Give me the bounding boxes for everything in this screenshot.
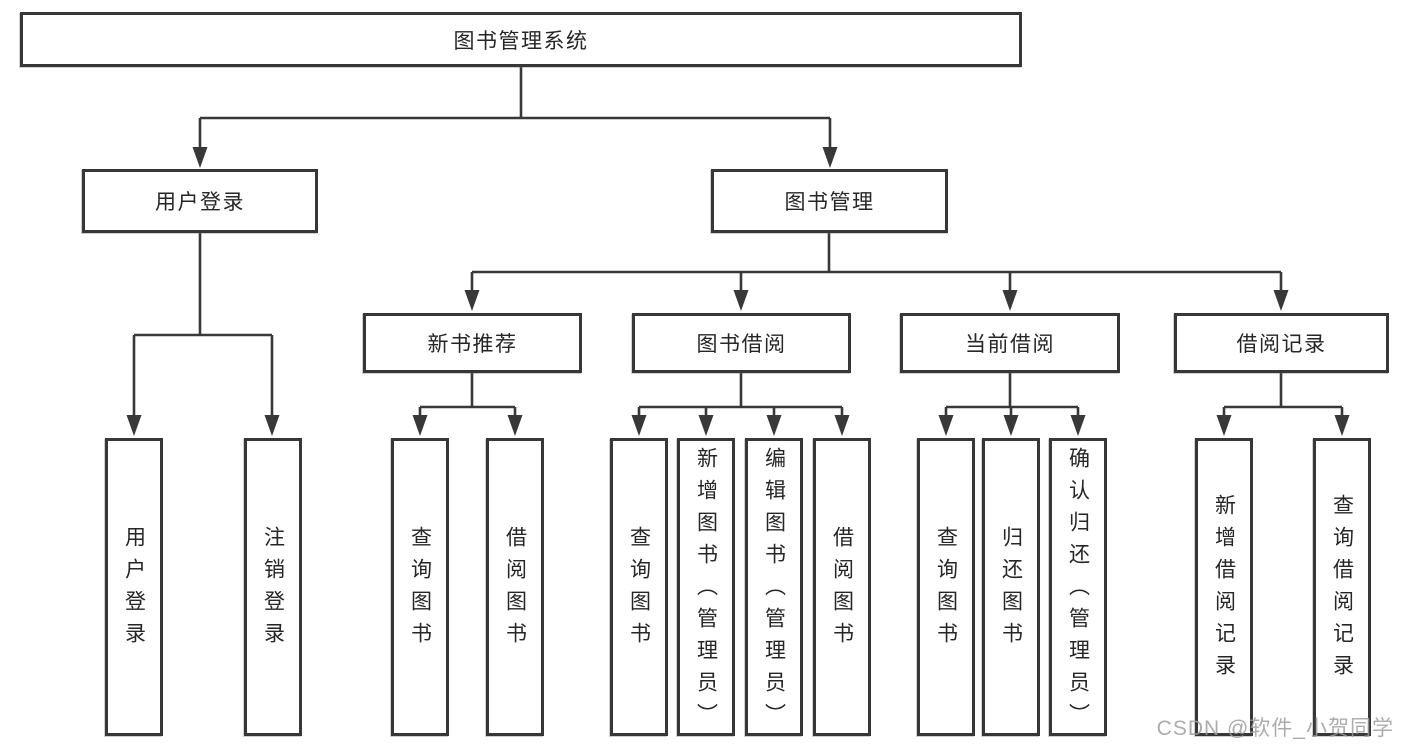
connector-user-login-children	[126, 233, 280, 436]
connector-new-book-recommend-children	[412, 373, 523, 436]
leaf-return-book: 归还图书	[982, 438, 1040, 736]
leaf-search-books-borrow: 查询图书	[610, 438, 668, 736]
leaf-search-books-current: 查询图书	[917, 438, 975, 736]
connector-book-borrow-children	[631, 373, 850, 436]
leaf-confirm-return-admin: 确认归还（管理员）	[1049, 438, 1107, 736]
node-user-login: 用户登录	[82, 169, 318, 233]
arrowhead	[698, 415, 714, 436]
arrowhead	[412, 415, 428, 436]
node-current-borrow: 当前借阅	[900, 313, 1120, 373]
leaf-search-borrow-record: 查询借阅记录	[1313, 438, 1371, 736]
connector-current-borrow-children	[938, 373, 1086, 436]
node-new-book-recommend: 新书推荐	[363, 313, 582, 373]
arrowhead	[1003, 415, 1019, 436]
node-borrow-records: 借阅记录	[1174, 313, 1389, 373]
leaf-borrow-books-recommend: 借阅图书	[486, 438, 544, 736]
leaf-add-book-admin: 新增图书（管理员）	[677, 438, 735, 736]
leaf-user-login: 用户登录	[105, 438, 163, 736]
arrowhead	[192, 147, 208, 168]
node-book-management: 图书管理	[711, 169, 948, 233]
connector-root-to-level2	[192, 67, 838, 168]
arrowhead	[822, 147, 838, 168]
arrowhead	[631, 415, 647, 436]
connector-book-management-to-level3	[464, 233, 1289, 311]
arrowhead	[1002, 290, 1018, 311]
arrowhead	[507, 415, 523, 436]
arrowhead	[834, 415, 850, 436]
leaf-logout: 注销登录	[244, 438, 302, 736]
csdn-watermark: CSDN @软件_小贺同学	[1156, 717, 1394, 740]
arrowhead	[126, 415, 142, 436]
arrowhead	[1216, 415, 1232, 436]
node-book-borrow: 图书借阅	[632, 313, 851, 373]
leaf-edit-book-admin: 编辑图书（管理员）	[745, 438, 803, 736]
leaf-borrow-books: 借阅图书	[813, 438, 871, 736]
arrowhead	[464, 290, 480, 311]
node-library-management-system: 图书管理系统	[20, 12, 1022, 67]
arrowhead	[1070, 415, 1086, 436]
arrowhead	[1334, 415, 1350, 436]
arrowhead	[938, 415, 954, 436]
connector-borrow-records-children	[1216, 373, 1350, 436]
leaf-add-borrow-record: 新增借阅记录	[1195, 438, 1253, 736]
arrowhead	[733, 290, 749, 311]
arrowhead	[264, 415, 280, 436]
leaf-search-books-recommend: 查询图书	[391, 438, 449, 736]
arrowhead	[1273, 290, 1289, 311]
arrowhead	[766, 415, 782, 436]
